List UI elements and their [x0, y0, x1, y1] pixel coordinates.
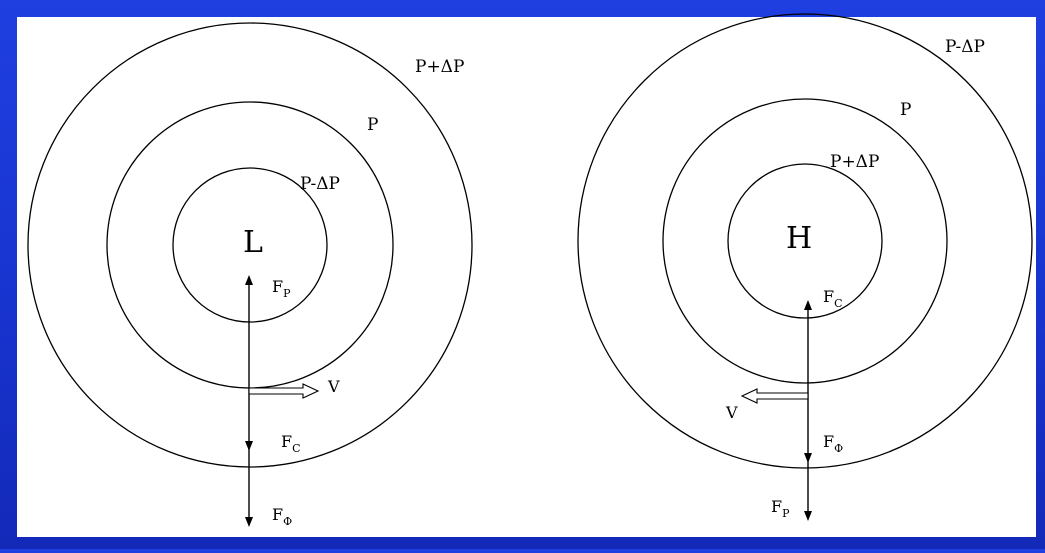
low-isobar-outer: [27, 22, 473, 468]
high-isobar-outer-label: P-ΔP: [945, 37, 985, 57]
low-isobar-outer-label: P+ΔP: [415, 57, 464, 77]
high-coriolis-force-label: FΦ: [823, 432, 843, 455]
low-centrifugal-force-label: FC: [281, 432, 301, 455]
high-isobar-inner: [727, 163, 883, 319]
high-isobar-inner-label: P+ΔP: [830, 152, 879, 172]
low-pressure-system: P+ΔP P P-ΔP L V FP FC FΦ: [27, 22, 473, 528]
low-isobar-inner: [172, 167, 328, 323]
high-pressure-system: P-ΔP P P+ΔP H V FC FΦ FP: [577, 13, 1033, 521]
high-isobar-middle: [662, 98, 948, 384]
low-isobar-middle-label: P: [367, 115, 378, 135]
high-velocity-arrow: [740, 388, 809, 404]
high-isobar-middle-label: P: [900, 100, 911, 120]
low-isobar-inner-label: P-ΔP: [300, 174, 340, 194]
low-pressure-force-label: FP: [272, 277, 291, 300]
high-centrifugal-force-label: FC: [823, 287, 843, 310]
diagram-panel: [17, 17, 1036, 537]
low-coriolis-force-label: FΦ: [272, 505, 292, 528]
high-velocity-label: V: [725, 403, 738, 422]
low-center-label: L: [243, 225, 263, 260]
high-center-label: H: [786, 221, 812, 256]
high-isobar-outer: [577, 13, 1033, 469]
low-velocity-arrow: [248, 383, 320, 399]
low-velocity-label: V: [327, 377, 340, 396]
high-pressure-force-label: FP: [771, 497, 790, 520]
